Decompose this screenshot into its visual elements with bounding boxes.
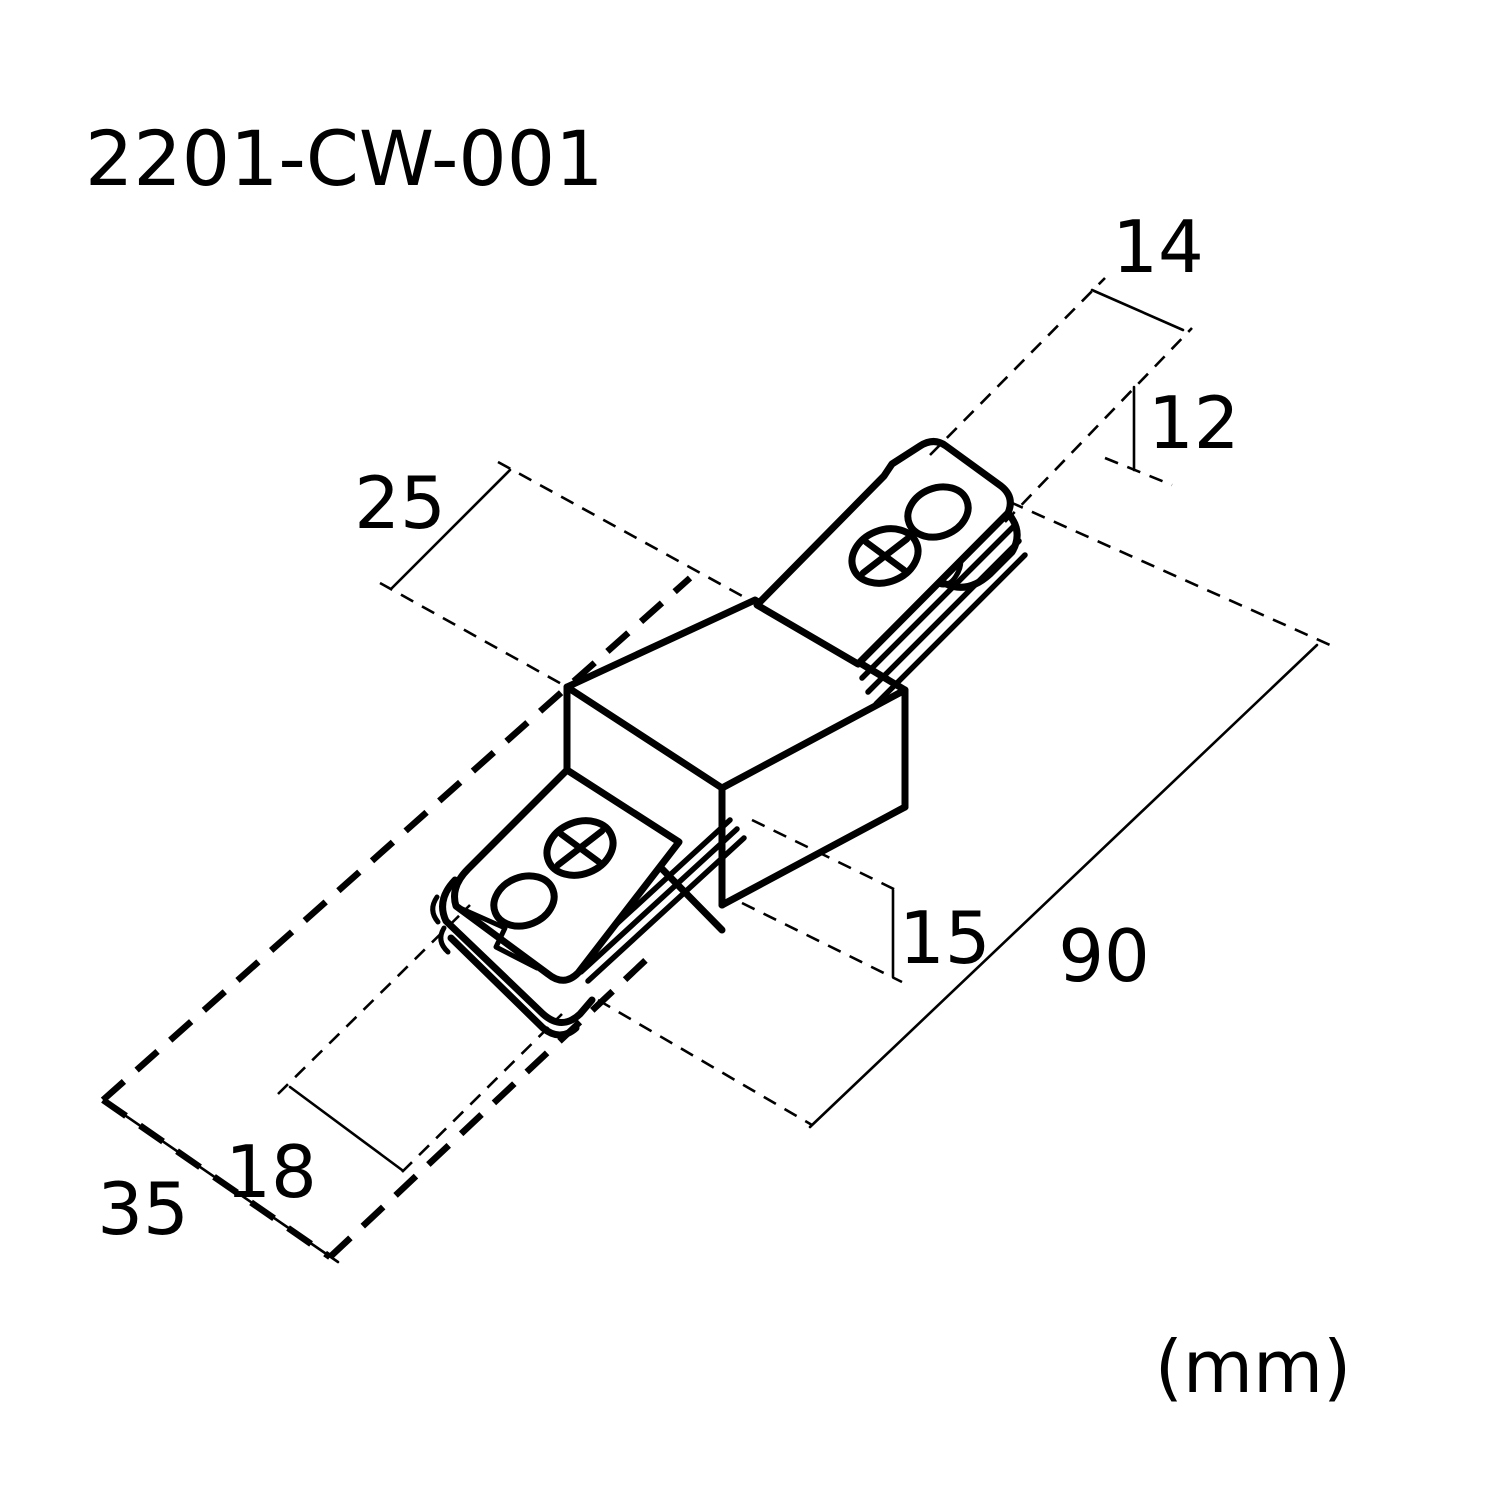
ext-18-left xyxy=(277,904,471,1095)
ext-12-bottom xyxy=(1104,456,1173,487)
extension-lines xyxy=(277,277,1331,1173)
slot-edge-right xyxy=(1004,327,1193,523)
upper-plate-end-cap-outer xyxy=(942,509,1021,591)
ext-15-bottom xyxy=(741,901,903,984)
dim-label-14: 14 xyxy=(1112,205,1204,289)
ext-18-right xyxy=(401,1013,563,1173)
upper-plate-rib-1 xyxy=(859,524,1016,681)
dim-label-12: 12 xyxy=(1148,381,1240,465)
hub-bottom-right-edge xyxy=(718,803,909,909)
dim-label-25: 25 xyxy=(354,461,446,545)
lower-plate-end-cap-outer xyxy=(439,876,596,1026)
dimension-lines xyxy=(108,288,1319,1264)
ext-25-upper xyxy=(497,460,756,605)
lower-plate-latch-hook-1 xyxy=(430,894,441,925)
upper-plate xyxy=(753,438,1028,707)
dim-line-14 xyxy=(1090,288,1185,332)
lower-plate xyxy=(430,766,747,1039)
mounting-hole-icon xyxy=(490,872,558,930)
lower-plate-notch-zigzag xyxy=(457,905,540,971)
dim-label-15: 15 xyxy=(899,896,991,980)
unit-label: (mm) xyxy=(1155,1325,1351,1409)
dim-line-35 xyxy=(108,1103,340,1264)
screw-icon xyxy=(848,525,922,587)
dim-line-18 xyxy=(288,1085,404,1172)
dim-label-18: 18 xyxy=(225,1130,317,1214)
track-long-edge-upper xyxy=(100,575,693,1103)
upper-plate-rib-3 xyxy=(873,552,1028,707)
mounting-hole-icon xyxy=(904,483,972,541)
dim-line-90 xyxy=(808,643,1319,1129)
ext-15-top xyxy=(751,818,903,895)
ext-90-upper xyxy=(1009,500,1331,647)
lower-plate-rib-2 xyxy=(578,826,740,975)
ext-25-lower xyxy=(379,581,568,689)
ext-90-lower xyxy=(597,998,813,1127)
dim-label-90: 90 xyxy=(1058,914,1150,998)
labels: 2201-CW-001 14 12 25 15 90 18 35 (mm) xyxy=(85,114,1351,1409)
screw-icon xyxy=(543,817,617,879)
lower-plate-rib-3 xyxy=(585,835,747,984)
dim-label-35: 35 xyxy=(97,1167,189,1251)
track-long-edge-lower xyxy=(327,955,651,1260)
lower-plate-latch-hook-2 xyxy=(438,925,451,955)
dim-line-25 xyxy=(390,468,512,590)
connector-drawing xyxy=(430,438,1028,1039)
slot-edge-left xyxy=(929,277,1106,456)
part-number-title: 2201-CW-001 xyxy=(85,114,603,203)
